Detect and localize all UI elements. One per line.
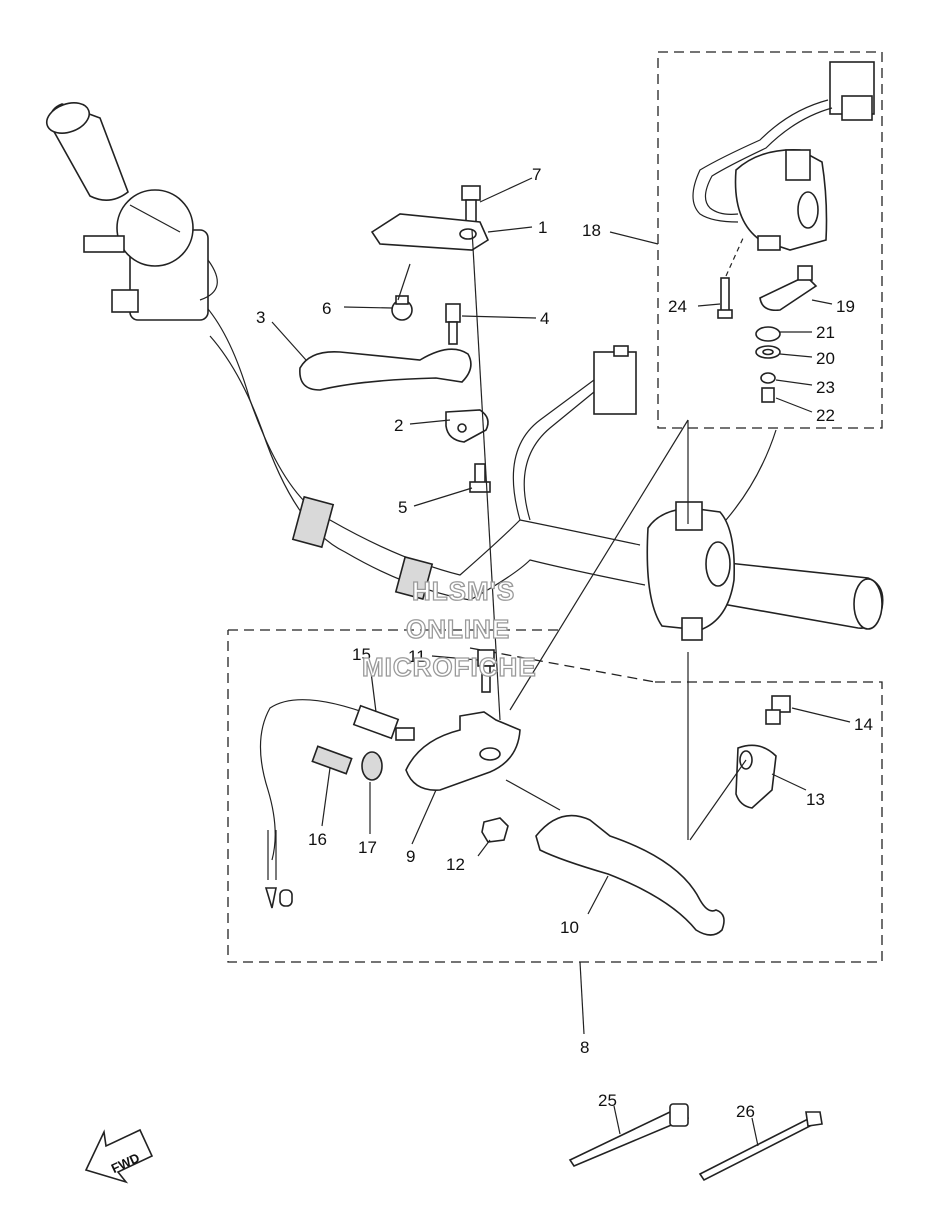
callout-1: 1 (538, 218, 547, 237)
callout-7: 7 (532, 165, 541, 184)
watermark-line-1: HLSM'S (412, 576, 515, 606)
callout-11: 11 (408, 647, 426, 666)
cap-6 (391, 295, 413, 321)
callout-15: 15 (352, 645, 371, 664)
callout-25: 25 (598, 1091, 617, 1110)
lever-3 (299, 348, 472, 391)
callout-19: 19 (836, 297, 855, 316)
callout-labels: 7 1 6 4 3 2 5 18 24 19 21 20 23 22 15 11… (256, 165, 873, 1121)
handlebar-tube (45, 102, 884, 630)
callout-9: 9 (406, 847, 415, 866)
callout-21: 21 (816, 323, 835, 342)
center-connector (512, 345, 637, 521)
callout-24: 24 (668, 297, 687, 316)
watermark-line-2: ONLINE (406, 614, 510, 644)
callout-17: 17 (358, 838, 377, 857)
guide-lines (469, 419, 689, 840)
callout-14: 14 (854, 715, 873, 734)
callout-22: 22 (816, 406, 835, 425)
right-switch-assembly (646, 429, 777, 641)
switch-box-18 (657, 51, 883, 429)
center-parts (299, 185, 501, 721)
bolt-7 (461, 185, 481, 229)
callout-23: 23 (816, 378, 835, 397)
leader-lines (271, 177, 851, 1147)
callout-10: 10 (560, 918, 579, 937)
callout-13: 13 (806, 790, 825, 809)
master-cylinder (83, 189, 218, 321)
callout-5: 5 (398, 498, 407, 517)
screw-5 (469, 463, 491, 493)
watermark-line-3: MICROFICHE (362, 652, 537, 682)
callout-20: 20 (816, 349, 835, 368)
callout-8: 8 (580, 1038, 589, 1057)
watermark: HLSM'S ONLINE MICROFICHE (361, 575, 537, 682)
callout-2: 2 (394, 416, 403, 435)
lever-box-8 (227, 629, 883, 963)
cable-ties (568, 1103, 823, 1182)
callout-12: 12 (446, 855, 465, 874)
callout-4: 4 (540, 309, 549, 328)
callout-26: 26 (736, 1102, 755, 1121)
bracket-2 (445, 409, 489, 443)
callout-6: 6 (322, 299, 331, 318)
forward-direction-arrow: FWD (84, 1128, 154, 1184)
callout-18: 18 (582, 221, 601, 240)
callout-16: 16 (308, 830, 327, 849)
callout-3: 3 (256, 308, 265, 327)
bolt-4 (445, 303, 461, 345)
